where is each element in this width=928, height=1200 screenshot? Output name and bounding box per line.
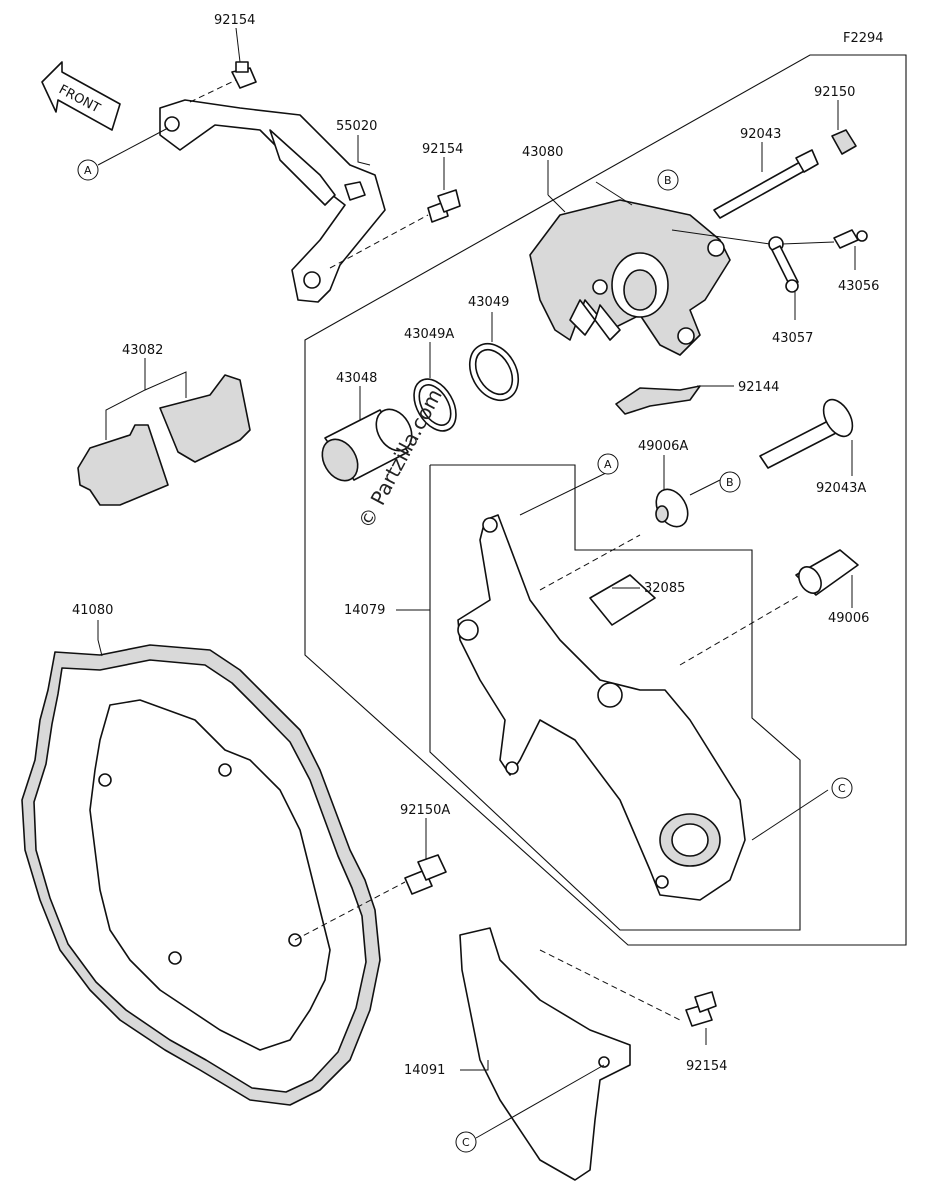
- part-92043-pin: [713, 149, 819, 219]
- label-43082: 43082: [122, 343, 163, 358]
- svg-text:C: C: [462, 1136, 470, 1149]
- part-43049A-seal: [413, 378, 457, 432]
- label-92154-bottom: 92154: [686, 1059, 727, 1074]
- label-14079: 14079: [344, 603, 385, 618]
- front-arrow-icon: FRONT: [41, 61, 121, 131]
- svg-text:A: A: [604, 458, 612, 471]
- leader-lines: [97, 27, 856, 1139]
- label-92144: 92144: [738, 380, 779, 395]
- label-43048: 43048: [336, 371, 377, 386]
- label-92150A: 92150A: [400, 803, 450, 818]
- part-14091-guard: [459, 927, 631, 1181]
- label-43080: 43080: [522, 145, 563, 160]
- part-43082-brake-pads: [77, 374, 251, 506]
- part-92154-mid-bolt: [427, 189, 461, 223]
- label-92150: 92150: [814, 85, 855, 100]
- part-55020-bracket: [159, 99, 386, 303]
- label-43056: 43056: [838, 279, 879, 294]
- diagram-code: F2294: [843, 31, 884, 46]
- part-92154-bottom-bolt: [685, 991, 717, 1027]
- part-43057-link: [768, 236, 799, 293]
- svg-text:B: B: [726, 476, 734, 489]
- caliper-assembly-box: [304, 54, 907, 946]
- part-43056-bleeder: [833, 229, 868, 249]
- label-43049: 43049: [468, 295, 509, 310]
- part-92150A-bolt: [404, 854, 447, 895]
- part-49006A-boot: [655, 488, 689, 528]
- ref-a-upper: A: [77, 159, 99, 181]
- part-41080-disc: [21, 644, 381, 1106]
- ref-c-bottom: C: [455, 1131, 477, 1153]
- part-43049-seal: [468, 342, 520, 402]
- label-32085: 32085: [644, 581, 685, 596]
- label-92154-mid: 92154: [422, 142, 463, 157]
- part-92154-top-bolt: [231, 61, 257, 89]
- part-49006-boot: [795, 549, 859, 596]
- label-92043A: 92043A: [816, 481, 866, 496]
- label-41080: 41080: [72, 603, 113, 618]
- part-92150-cap: [831, 129, 857, 155]
- label-92154-top: 92154: [214, 13, 255, 28]
- ref-b-upper: B: [657, 169, 679, 191]
- part-92144-spring: [615, 385, 701, 415]
- part-92043A-pin: [759, 398, 854, 469]
- label-92043: 92043: [740, 127, 781, 142]
- label-43057: 43057: [772, 331, 813, 346]
- bracket-assembly-box: [429, 464, 801, 931]
- svg-text:B: B: [664, 174, 672, 187]
- label-43049A: 43049A: [404, 327, 454, 342]
- label-14091: 14091: [404, 1063, 445, 1078]
- part-43080-caliper-body: [529, 199, 731, 356]
- ref-c-right: C: [831, 777, 853, 799]
- svg-text:C: C: [838, 782, 846, 795]
- ref-b-lower: B: [719, 471, 741, 493]
- part-14079-bracket: [457, 514, 746, 901]
- label-55020: 55020: [336, 119, 377, 134]
- assembly-dashed-lines: [189, 79, 801, 1021]
- label-49006: 49006: [828, 611, 869, 626]
- ref-a-lower: A: [597, 453, 619, 475]
- part-43048-piston: [321, 408, 413, 482]
- label-49006A: 49006A: [638, 439, 688, 454]
- svg-text:A: A: [84, 164, 92, 177]
